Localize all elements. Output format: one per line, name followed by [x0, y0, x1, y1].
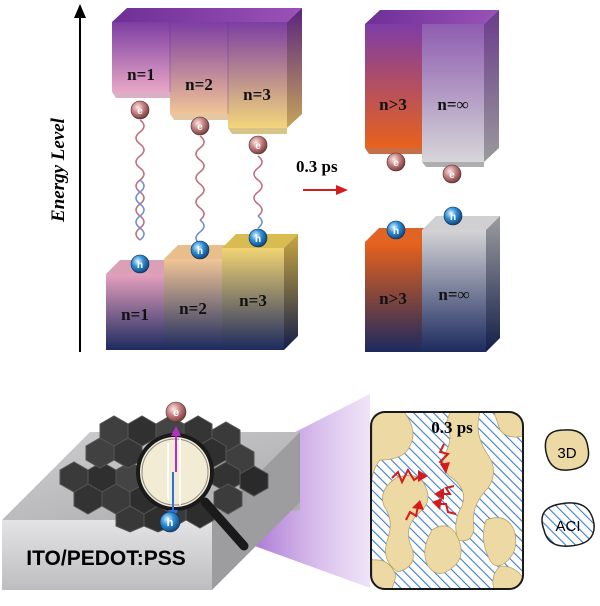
domain-3d	[483, 517, 517, 567]
vb-box-n2	[164, 259, 222, 350]
hole-sphere: h	[130, 254, 150, 274]
electron-sphere: e	[190, 116, 210, 136]
vb-label-n1: n=1	[121, 305, 149, 324]
zoom-time-label: 0.3 ps	[431, 418, 473, 437]
svg-text:h: h	[450, 212, 456, 223]
final-vb-box-n-gt3	[365, 242, 422, 352]
cb-box-n3	[228, 22, 287, 128]
final-vb-label-n-inf: n=∞	[438, 285, 469, 304]
wave-n2	[195, 135, 205, 221]
cb-box-n2	[170, 22, 228, 114]
vb-label-n3: n=3	[239, 291, 267, 310]
legend-3d-label: 3D	[557, 445, 576, 462]
conduction-band-blocks	[112, 8, 302, 134]
hole-particles: h h h h h	[130, 206, 463, 274]
svg-text:h: h	[197, 246, 203, 257]
hole-sphere: h	[248, 228, 268, 248]
final-vb-box-n-inf	[422, 230, 486, 352]
svg-text:e: e	[393, 158, 399, 169]
charge-transfer-arrows	[391, 443, 457, 521]
legend-aci-label: ACI	[555, 518, 580, 535]
vb-box-n1	[106, 274, 164, 350]
legend-3d	[544, 429, 590, 471]
svg-text:h: h	[393, 226, 399, 237]
energy-axis	[74, 4, 86, 352]
svg-text:h: h	[167, 517, 174, 529]
cb-label-n2: n=2	[185, 75, 213, 94]
transfer-arrow	[303, 185, 348, 195]
wave-n3	[253, 155, 263, 217]
final-cb-box-n-inf	[422, 24, 484, 162]
vb-box-n3	[222, 248, 284, 350]
svg-text:h: h	[255, 234, 261, 245]
hole-sphere: h	[190, 240, 210, 260]
transfer-time-label: 0.3 ps	[296, 157, 338, 176]
electron-sphere: e	[130, 100, 150, 120]
domain-3d	[371, 559, 397, 589]
vb-label-n2: n=2	[179, 299, 207, 318]
domain-3d	[382, 475, 429, 573]
valence-band-blocks	[106, 234, 298, 350]
legend-aci	[541, 502, 595, 547]
emission-waves	[135, 119, 263, 257]
electron-particles: e e e e e	[130, 100, 462, 184]
final-conduction-blocks	[365, 10, 499, 167]
electron-sphere: e	[386, 152, 406, 172]
hole-sphere: h	[386, 220, 406, 240]
final-cb-label-n-gt3: n>3	[379, 95, 407, 114]
cb-label-n1: n=1	[127, 65, 155, 84]
svg-text:h: h	[137, 260, 143, 271]
svg-text:e: e	[137, 106, 143, 117]
domain-3d	[424, 525, 462, 574]
magnifier-electron: e	[165, 401, 187, 423]
magnifier-hole: h	[159, 511, 181, 533]
svg-text:e: e	[255, 141, 261, 152]
domain-3d	[371, 412, 414, 483]
svg-text:e: e	[173, 407, 179, 419]
final-cb-box-n-gt3	[365, 24, 422, 148]
hole-sphere: h	[443, 206, 463, 226]
energy-axis-label: Energy Level	[48, 117, 69, 223]
electron-sphere: e	[442, 164, 462, 184]
domain-3d	[492, 565, 523, 589]
cb-box-n1	[112, 22, 170, 92]
cb-label-n3: n=3	[243, 85, 271, 104]
substrate-label: ITO/PEDOT:PSS	[26, 547, 185, 570]
final-vb-label-n-gt3: n>3	[379, 289, 407, 308]
electron-sphere: e	[248, 135, 268, 155]
final-cb-label-n-inf: n=∞	[437, 95, 468, 114]
final-valence-blocks	[365, 216, 500, 352]
svg-text:e: e	[197, 122, 203, 133]
zoom-panel	[370, 411, 524, 590]
svg-text:e: e	[449, 170, 455, 181]
